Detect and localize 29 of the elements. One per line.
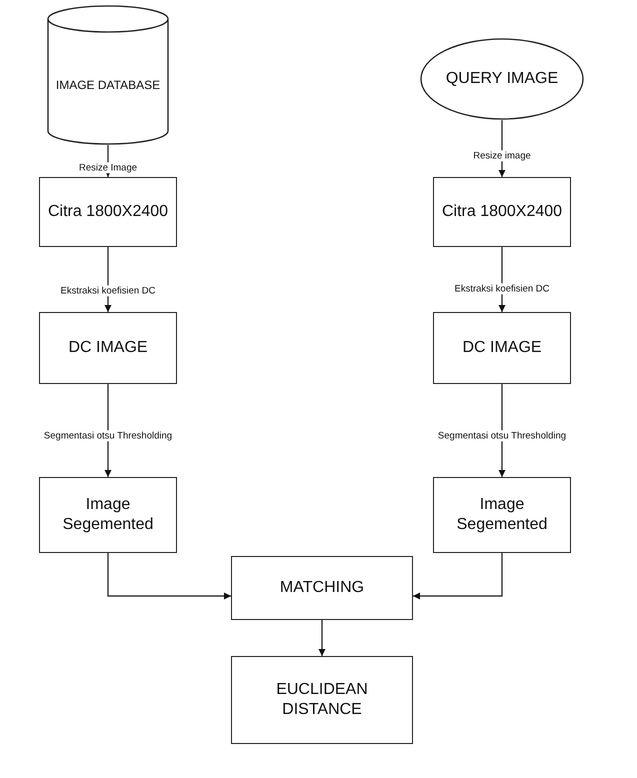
process-box [433, 312, 571, 384]
process-box [231, 656, 413, 744]
process-box [231, 556, 413, 620]
node-label: MATCHING [278, 578, 366, 598]
process-box [433, 477, 571, 553]
node-label: IMAGE DATABASE [54, 78, 162, 92]
node-label: QUERY IMAGE [444, 69, 560, 89]
edge-label: Segmentasi otsu Thresholding [436, 430, 568, 442]
node-label: Citra 1800X2400 [440, 202, 564, 222]
process-box [39, 312, 177, 384]
edge-label: Resize Image [78, 162, 138, 174]
process-box [39, 477, 177, 553]
arrow [318, 620, 326, 656]
node-label: Image Segemented [456, 495, 548, 535]
edge-label: Ekstraksi koefisien DC [453, 283, 551, 295]
node-label: DC IMAGE [461, 338, 543, 358]
node-label: Citra 1800X2400 [46, 202, 170, 222]
edge-label: Resize image [472, 150, 532, 162]
node-label: EUCLIDEAN DISTANCE [275, 680, 369, 720]
process-box [39, 177, 177, 247]
node-label: DC IMAGE [67, 338, 149, 358]
process-box [433, 177, 571, 247]
edge-label: Segmentasi otsu Thresholding [42, 430, 174, 442]
arrow [104, 384, 112, 477]
node-label: Image Segemented [62, 495, 154, 535]
arrow [498, 384, 506, 477]
edge-label: Ekstraksi koefisien DC [59, 285, 157, 297]
arrow [107, 553, 231, 600]
arrow [413, 553, 503, 600]
